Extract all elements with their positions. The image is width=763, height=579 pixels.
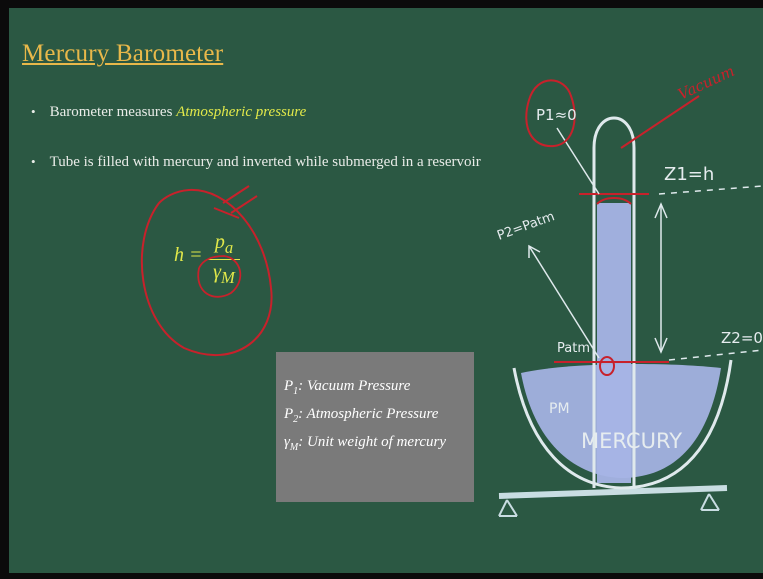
legend-text: : Vacuum Pressure <box>298 378 411 394</box>
legend-sub: 1 <box>293 386 299 397</box>
surface-point-marker <box>599 356 615 376</box>
label-patm: Patm <box>557 341 590 356</box>
label-mercury: MERCURY <box>581 429 682 453</box>
legend-text: : Unit weight of mercury <box>298 434 447 450</box>
legend-row: γM: Unit weight of mercury <box>284 434 446 453</box>
legend-symbol: P <box>284 406 294 422</box>
formula-denominator: γ <box>213 261 221 283</box>
formula-numerator: p <box>214 231 225 253</box>
p2-pointer-head-icon <box>528 244 541 258</box>
barometer-drawing: P1≈0 Vacuum P2=Patm Z1=h Z2=0 Patm PM ME… <box>140 62 763 517</box>
bullet-item: • Barometer measures Atmospheric pressure <box>31 104 306 121</box>
support-left-icon <box>498 499 518 517</box>
slide-title: Mercury Barometer <box>22 40 224 67</box>
label-p1: P1≈0 <box>536 106 577 124</box>
bullet-item: • Tube is filled with mercury and inverte… <box>31 154 481 171</box>
bullet-highlight: Atmospheric pressure <box>176 104 307 120</box>
pen-mark-annotation <box>213 185 258 219</box>
stand-base <box>498 485 728 499</box>
reservoir-bowl <box>512 359 733 490</box>
legend-row: P2: Atmospheric Pressure <box>284 406 438 425</box>
p1-circle-annotation <box>525 79 576 148</box>
tube-outline <box>592 116 636 488</box>
legend-sub: 2 <box>293 414 299 425</box>
mercury-column <box>597 203 631 483</box>
label-z1: Z1=h <box>664 164 714 185</box>
mercury-meniscus <box>596 197 632 205</box>
legend-box: P1: Vacuum Pressure P2: Atmospheric Pres… <box>276 352 474 502</box>
height-arrow-bottom-icon <box>654 337 668 354</box>
p1-pointer-line <box>556 127 600 195</box>
bullet-dot-icon: • <box>31 104 36 119</box>
label-vacuum: Vacuum <box>675 62 737 104</box>
z1-reference-line <box>658 185 763 195</box>
gamma-circle-annotation <box>197 255 242 298</box>
legend-row: P1: Vacuum Pressure <box>284 378 410 397</box>
chalkboard: Mercury Barometer • Barometer measures At… <box>9 8 763 573</box>
bullet-text: Tube is filled with mercury and inverted… <box>49 154 481 170</box>
label-pm: PM <box>549 401 570 417</box>
support-right-icon <box>700 493 720 511</box>
formula-circle-annotation <box>140 188 273 357</box>
bullet-dot-icon: • <box>31 154 36 169</box>
legend-symbol: P <box>284 378 294 394</box>
formula-lhs: h = <box>174 244 203 266</box>
formula-fraction: pa γM <box>208 231 240 288</box>
bullet-text: Barometer measures <box>49 104 177 120</box>
p2-pointer-line <box>528 245 600 359</box>
label-z2: Z2=0 <box>721 329 763 347</box>
legend-sub: M <box>289 442 299 453</box>
legend-symbol: γ <box>284 434 290 450</box>
formula-numerator-sub: a <box>224 238 234 257</box>
label-p2: P2=Patm <box>495 209 557 244</box>
vacuum-pointer-line <box>620 95 700 149</box>
legend-text: : Atmospheric Pressure <box>298 406 439 422</box>
formula-denominator-sub: M <box>221 268 235 287</box>
z2-reference-line <box>668 349 763 361</box>
height-arrow-top-icon <box>654 202 668 219</box>
